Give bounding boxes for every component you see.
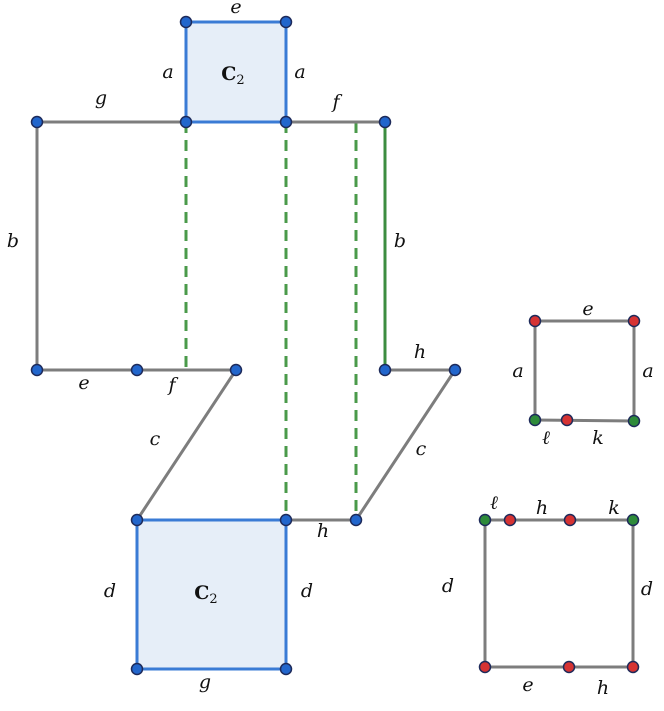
edge-c-left: [135, 368, 238, 522]
label-c-right: c: [416, 438, 427, 460]
point: [130, 513, 144, 527]
point-green: [478, 513, 492, 527]
point: [30, 363, 44, 377]
point: [229, 363, 243, 377]
point: [130, 662, 144, 676]
small-label-k: k: [592, 427, 604, 449]
large-label-h-bottom: h: [597, 677, 609, 699]
point-red: [563, 513, 577, 527]
small-figure-points: [478, 314, 641, 674]
large-square-figure: [483, 518, 635, 669]
label-h-bottom: h: [317, 520, 329, 542]
point-green: [626, 513, 640, 527]
label-b-right: b: [394, 230, 406, 252]
label-f-bottom: f: [166, 374, 178, 396]
label-e-bottom: e: [78, 372, 89, 394]
large-label-k: k: [608, 497, 620, 519]
point: [279, 15, 293, 29]
point: [179, 15, 193, 29]
label-g-bottom: g: [199, 671, 211, 693]
point: [179, 115, 193, 129]
point: [279, 513, 293, 527]
point-red: [503, 513, 517, 527]
point: [349, 513, 363, 527]
point: [279, 662, 293, 676]
large-label-l: ℓ: [490, 492, 498, 514]
label-b-left: b: [7, 230, 19, 252]
point-green: [627, 414, 641, 428]
point-green: [528, 413, 542, 427]
point: [279, 115, 293, 129]
label-d-left: d: [104, 580, 116, 602]
point-red: [478, 660, 492, 674]
small-label-a-right: a: [642, 360, 653, 382]
small-label-e: e: [582, 298, 593, 320]
label-h-right: h: [414, 341, 426, 363]
label-f-top: f: [330, 91, 342, 113]
point-red: [562, 660, 576, 674]
point: [378, 115, 392, 129]
point: [130, 363, 144, 377]
label-e-top: e: [230, 0, 241, 18]
large-label-d-right: d: [641, 578, 653, 600]
square-top-border: [184, 20, 288, 124]
square-c2-bottom: [137, 520, 286, 669]
small-label-a-left: a: [512, 360, 523, 382]
point-red: [528, 314, 542, 328]
label-a-top-right: a: [294, 61, 305, 83]
square-c2-bottom-label: C2: [194, 582, 217, 607]
large-label-d-left: d: [442, 575, 454, 597]
label-d-right: d: [301, 580, 313, 602]
edge-c-right: [354, 368, 457, 522]
point: [30, 115, 44, 129]
large-label-e: e: [522, 674, 533, 696]
point: [378, 363, 392, 377]
label-a-top-left: a: [162, 61, 173, 83]
square-c2-top: [186, 22, 286, 122]
point: [448, 363, 462, 377]
square-bottom-border: [135, 518, 288, 671]
large-label-h-top: h: [536, 497, 548, 519]
main-points: [30, 15, 462, 676]
small-square-figure: [533, 319, 636, 423]
point-red: [627, 314, 641, 328]
point-red: [560, 413, 574, 427]
label-c-left: c: [150, 428, 161, 450]
point-red: [626, 660, 640, 674]
label-g-top: g: [95, 87, 107, 109]
small-label-l: ℓ: [542, 427, 550, 449]
square-c2-top-label: C2: [221, 63, 244, 88]
